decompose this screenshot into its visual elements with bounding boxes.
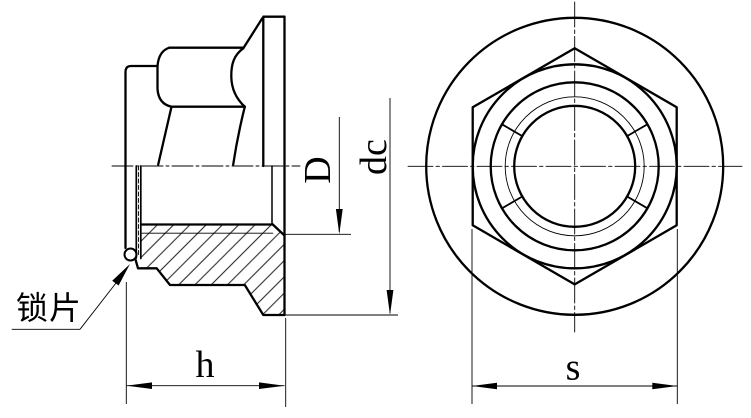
slot-lower-right <box>626 195 649 210</box>
lock-plate-section <box>135 165 142 260</box>
hexagon-outline <box>471 47 678 286</box>
leader-arrow <box>112 264 130 286</box>
slot-lower-left <box>501 195 524 210</box>
hex-inscribed-circle <box>471 63 678 270</box>
slot-upper-right <box>626 123 649 138</box>
bore-circle <box>513 104 637 228</box>
label-h: h <box>196 344 215 386</box>
leader-lock-plate <box>11 264 130 330</box>
outline-upper-half <box>124 15 286 168</box>
slot-upper-left <box>501 123 524 138</box>
flange-circle <box>425 16 725 316</box>
label-s: s <box>566 347 581 389</box>
bore-chamfer-line <box>271 223 286 237</box>
section-hatch-area <box>141 224 285 315</box>
leader-line <box>79 282 117 330</box>
section-view <box>111 15 301 317</box>
dim-D-arrow <box>335 209 343 235</box>
dimension-dc <box>284 98 398 316</box>
threaded-bore <box>140 165 286 237</box>
dim-s-arrow-left <box>472 382 497 390</box>
label-lock-plate: 锁片 <box>16 290 82 326</box>
dim-h-arrow-left <box>126 382 152 389</box>
front-view <box>407 1 743 333</box>
dimension-D <box>284 117 351 235</box>
lock-plate-slots <box>501 123 649 210</box>
dim-h-arrow-right <box>259 382 285 389</box>
label-dc: dc <box>353 139 395 175</box>
dim-dc-arrow <box>386 290 394 315</box>
thread-major-circle <box>504 96 645 237</box>
dimension-s <box>471 229 678 404</box>
boss-circle <box>489 81 660 252</box>
dimension-h <box>125 282 287 407</box>
label-D: D <box>297 156 339 183</box>
dim-s-arrow-right <box>652 382 678 390</box>
